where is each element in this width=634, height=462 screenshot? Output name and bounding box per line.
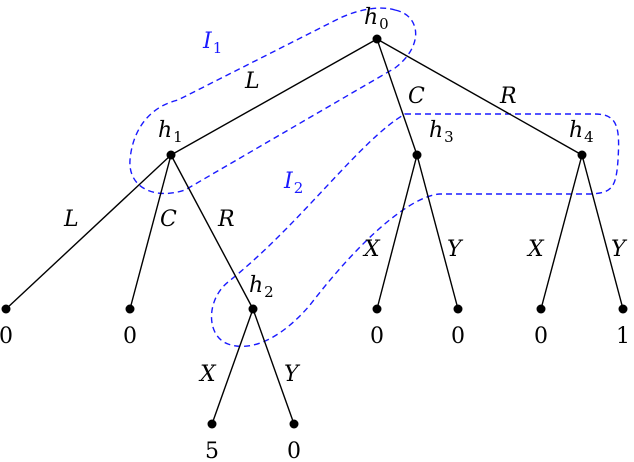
terminal-node bbox=[125, 304, 135, 314]
node-h0 bbox=[372, 34, 382, 44]
payoff-label: 1 bbox=[616, 324, 630, 349]
edge-h1-t1 bbox=[5, 154, 172, 310]
node-label-h4: h4 bbox=[569, 118, 594, 146]
information-set-i2-label: I2 bbox=[283, 169, 303, 197]
terminal-node bbox=[207, 419, 217, 429]
edge-h1-h2 bbox=[170, 154, 254, 310]
terminal-node bbox=[1, 304, 11, 314]
edge-h4-t8 bbox=[581, 154, 624, 310]
payoff-label: 0 bbox=[451, 324, 465, 349]
node-label-h1: h1 bbox=[158, 118, 183, 146]
edge-label-h0-h3: C bbox=[408, 84, 425, 109]
edge-label-h1-h2: R bbox=[217, 207, 235, 232]
edge-h2-t4 bbox=[252, 308, 295, 425]
information-set-i2-outline bbox=[210, 113, 620, 348]
node-h2 bbox=[248, 304, 258, 314]
edge-h4-t7 bbox=[540, 154, 583, 310]
edge-h3-t5 bbox=[376, 154, 418, 310]
node-h3 bbox=[412, 150, 422, 160]
terminal-node bbox=[618, 304, 628, 314]
node-h4 bbox=[577, 150, 587, 160]
terminal-node bbox=[289, 419, 299, 429]
edge-h2-t3 bbox=[211, 308, 254, 425]
edge-label-h2-t4: Y bbox=[284, 362, 301, 387]
terminal-node bbox=[453, 304, 463, 314]
edge-h0-h4 bbox=[376, 38, 583, 156]
edge-label-h3-t6: Y bbox=[447, 237, 464, 262]
payoff-label: 0 bbox=[123, 324, 137, 349]
edge-h1-t2 bbox=[129, 154, 172, 310]
terminal-node bbox=[536, 304, 546, 314]
edge-label-h1-t2: C bbox=[160, 207, 177, 232]
node-label-h0: h0 bbox=[364, 5, 389, 33]
payoff-label: 5 bbox=[205, 439, 219, 462]
information-set-i1-label: I1 bbox=[202, 29, 222, 57]
edge-label-h3-t5: X bbox=[362, 237, 381, 262]
payoff-label: 0 bbox=[370, 324, 384, 349]
node-label-h3: h3 bbox=[429, 118, 454, 146]
edge-label-h4-t8: Y bbox=[611, 237, 628, 262]
payoff-label: 0 bbox=[534, 324, 548, 349]
edge-label-h2-t3: X bbox=[198, 362, 217, 387]
payoff-label: 0 bbox=[287, 439, 301, 462]
terminal-node bbox=[372, 304, 382, 314]
payoff-label: 0 bbox=[0, 324, 13, 349]
edge-label-h0-h1: L bbox=[244, 69, 260, 94]
edge-h3-t6 bbox=[416, 154, 459, 310]
edge-h0-h1 bbox=[170, 38, 378, 156]
edge-label-h4-t7: X bbox=[526, 237, 545, 262]
edge-label-h1-t1: L bbox=[63, 207, 79, 232]
node-label-h2: h2 bbox=[249, 273, 274, 301]
information-set-i1-outline bbox=[129, 7, 417, 195]
edge-h0-h3 bbox=[376, 38, 418, 156]
node-h1 bbox=[166, 150, 176, 160]
edge-label-h0-h4: R bbox=[499, 84, 517, 109]
